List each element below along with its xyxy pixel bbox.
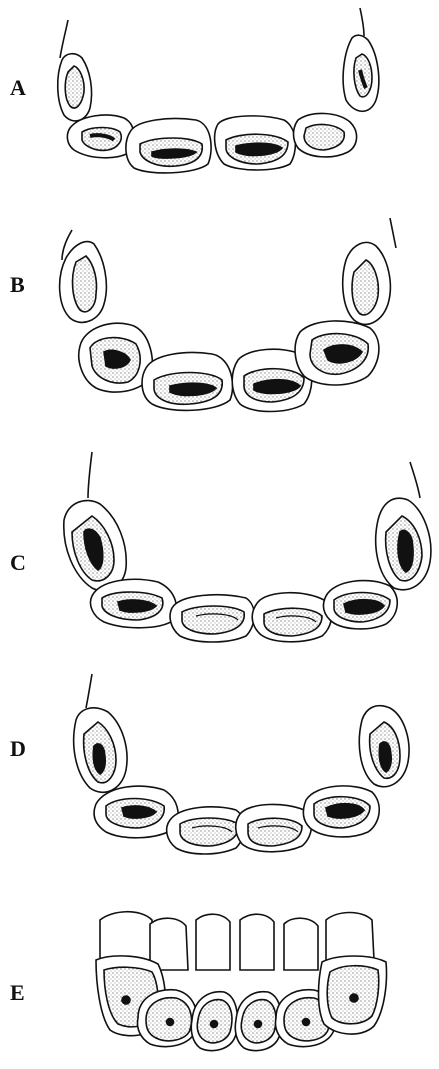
incisor-arch-d	[0, 650, 439, 880]
panel-e: E	[0, 880, 439, 1069]
panel-d: D	[0, 650, 439, 880]
panel-b: B	[0, 200, 439, 440]
incisor-arch-c	[0, 440, 439, 650]
incisor-arch-e	[0, 880, 439, 1069]
panel-a: A	[0, 0, 439, 200]
bleed-through-text	[250, 92, 255, 113]
panel-c: C	[0, 440, 439, 650]
incisor-arch-b	[0, 200, 439, 440]
incisor-arch-a	[0, 0, 439, 200]
